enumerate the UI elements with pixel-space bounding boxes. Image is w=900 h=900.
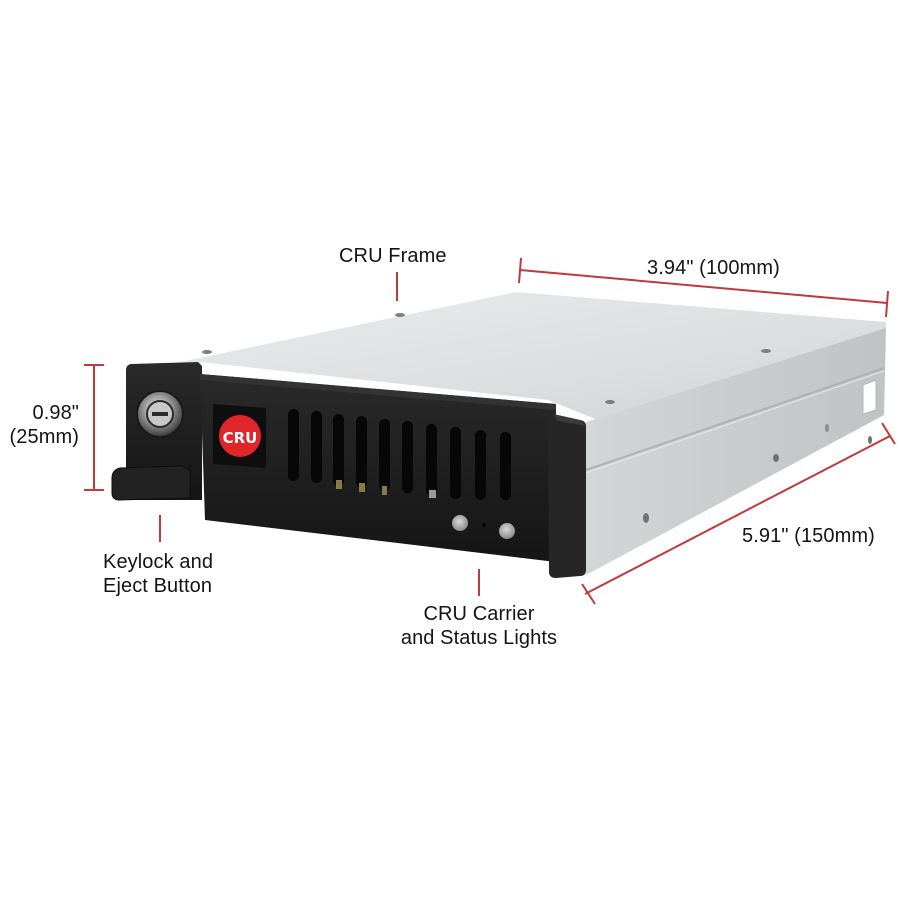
label-height-dimension: 0.98" (25mm) [0,401,79,449]
cru-logo-badge [219,415,261,457]
keylock-line-2: Eject Button [103,575,213,597]
carrier-line-1: CRU Carrier [423,603,535,625]
status-light-1 [452,515,468,531]
eject-button [111,465,191,501]
label-width-dimension: 3.94" (100mm) [647,257,780,279]
depth-dimension-line [584,435,891,595]
dimension-lines [84,257,896,605]
cru-logo-text: CRU [223,429,258,447]
carrier-end-cap [548,414,586,578]
status-indicator-dot [482,523,486,527]
status-light-2 [499,523,515,539]
label-depth-dimension: 5.91" (150mm) [742,525,875,547]
width-dimension-line [519,269,888,304]
label-carrier-status-lights: CRU Carrier and Status Lights [392,602,566,650]
frame-top-panel [180,292,886,420]
vent-slots [288,409,511,500]
label-cru-frame: CRU Frame [339,245,447,267]
height-mm: (25mm) [9,426,79,448]
keylock-line-1: Keylock and [103,551,214,573]
height-inches: 0.98" [32,402,79,424]
carrier-line-2: and Status Lights [400,627,558,649]
frame-side-panel [586,328,886,575]
label-keylock-eject: Keylock and Eject Button [103,550,213,598]
